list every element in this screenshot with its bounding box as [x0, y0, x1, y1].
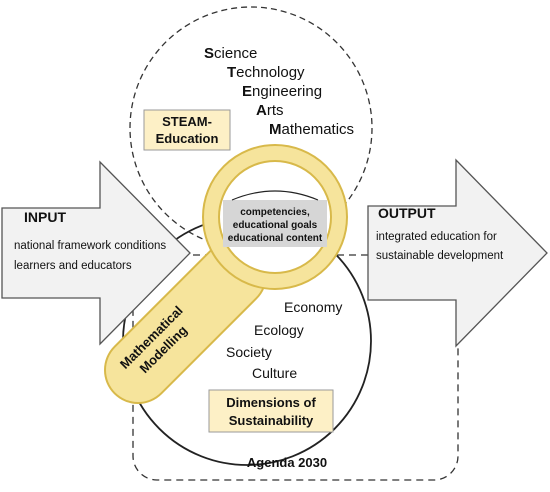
output-title: OUTPUT: [378, 205, 436, 221]
sustainability-box: [208, 389, 334, 433]
sustainability-box-label-1: Dimensions of: [226, 395, 316, 410]
input-line-2: learners and educators: [14, 260, 132, 272]
lens-line-2: educational goals: [233, 220, 318, 231]
steam-science: Science: [204, 45, 257, 62]
magnifier-lens-ring-inner: [204, 146, 346, 288]
steam-engineering: Engineering: [242, 83, 322, 100]
sustainability-ecology: Ecology: [254, 322, 304, 338]
input-line-1: national framework conditions: [14, 240, 166, 252]
steam-education-box: [143, 109, 231, 151]
output-line-2: sustainable development: [376, 250, 504, 262]
input-title: INPUT: [24, 209, 66, 225]
agenda-2030-label: Agenda 2030: [247, 455, 327, 470]
input-arrow: [1, 160, 191, 346]
output-arrow: [367, 158, 548, 348]
steam-mathematics: Mathematics: [269, 121, 354, 138]
steam-technology: Technology: [227, 64, 305, 81]
lens-line-1: competencies,: [240, 207, 310, 218]
magnifier-handle: [104, 241, 267, 404]
sustainability-economy: Economy: [284, 299, 342, 315]
sustainability-culture: Culture: [252, 365, 297, 381]
sustainability-society: Society: [226, 344, 272, 360]
output-line-1: integrated education for: [376, 231, 497, 243]
lens-line-3: educational content: [228, 233, 323, 244]
lens-band-curve: [231, 190, 319, 201]
lens-content-band: [223, 200, 327, 247]
steam-circle: [129, 6, 373, 250]
steam-arts: Arts: [256, 102, 284, 119]
steam-education-label-1: STEAM-: [162, 114, 212, 129]
steam-education-label-2: Education: [156, 131, 219, 146]
sustainability-box-label-2: Sustainability: [229, 413, 314, 428]
